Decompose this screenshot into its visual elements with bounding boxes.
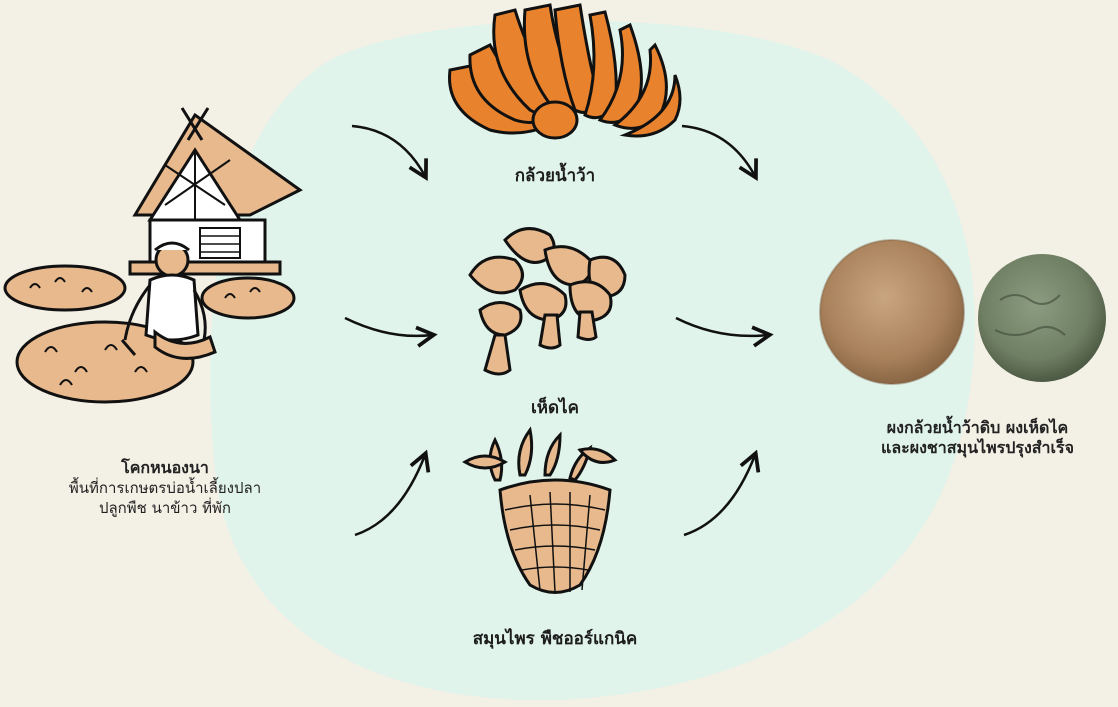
products-label-line1: ผงกล้วยน้ำว้าดิบ ผงเห็ดไค	[840, 418, 1115, 438]
products-label-line2: และผงชาสมุนไพรปรุงสำเร็จ	[840, 438, 1115, 458]
herb-powder-image	[978, 254, 1106, 382]
banana-label: กล้วยน้ำว้า	[450, 162, 660, 189]
banana-powder-image	[820, 240, 964, 384]
source-description-line2: ปลูกพืช นาข้าว ที่พัก	[10, 496, 320, 520]
herbs-label: สมุนไพร พืชออร์แกนิค	[420, 625, 690, 652]
mushroom-label: เห็ดไค	[450, 394, 660, 421]
